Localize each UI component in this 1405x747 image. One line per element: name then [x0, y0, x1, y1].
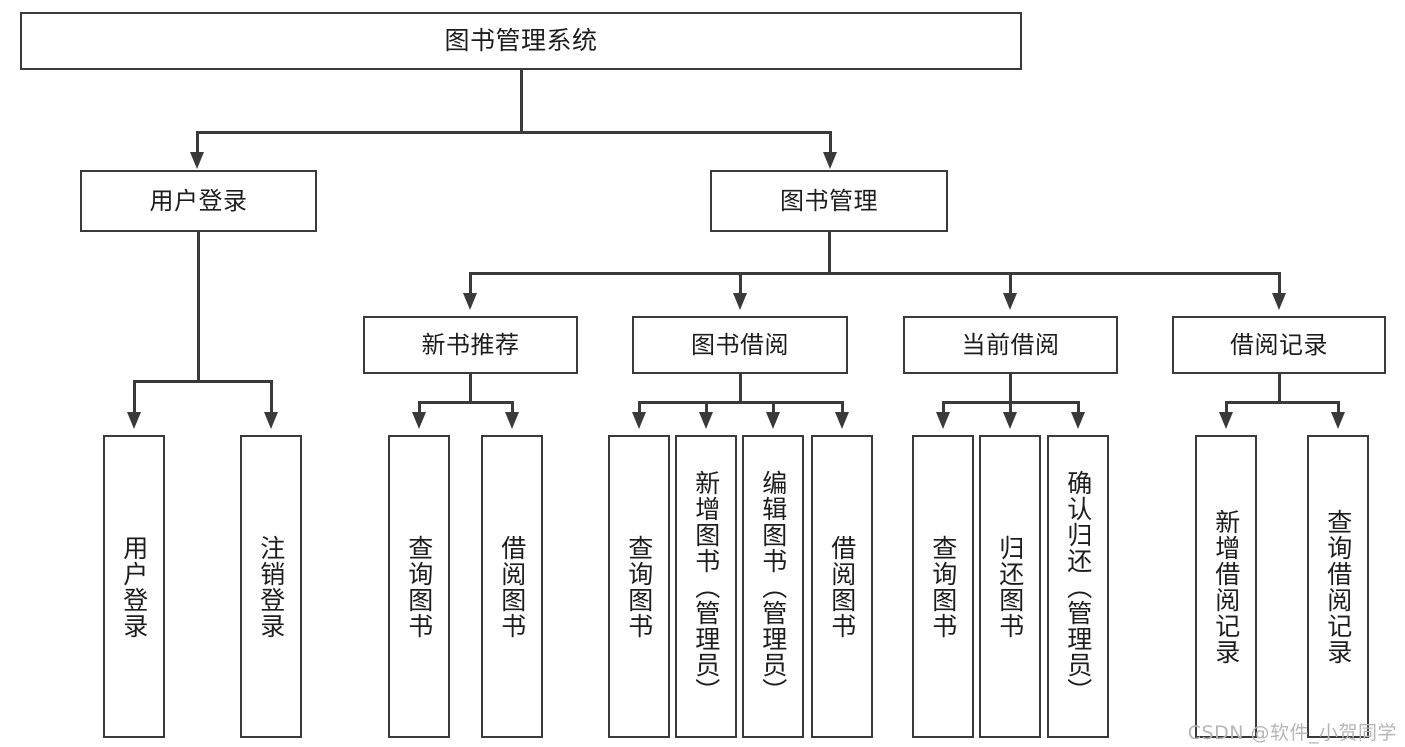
- leaf-query-book-3[interactable]: 查询图书: [912, 435, 974, 738]
- leaf-add-book[interactable]: 新增图书（管理员）: [675, 435, 737, 738]
- csdn-watermark: CSDN @软件_小贺同学: [1187, 722, 1397, 744]
- node-borrow-record[interactable]: 借阅记录: [1172, 316, 1386, 374]
- arrowhead-leaf-confirm-return: [1071, 412, 1085, 429]
- leaf-label: 查询图书: [404, 534, 434, 639]
- connector-bb-drop-1: [638, 401, 641, 413]
- connector-bm-drop-2: [739, 272, 742, 294]
- connector-cb-drop-3: [1077, 401, 1080, 413]
- connector-user-login-drop-1: [133, 380, 136, 413]
- node-label: 图书管理: [780, 186, 878, 215]
- leaf-label: 借阅图书: [827, 534, 857, 639]
- node-label: 图书管理系统: [444, 26, 598, 56]
- arrowhead-node-borrow-record: [1272, 293, 1286, 310]
- arrowhead-leaf-edit-book: [766, 412, 780, 429]
- leaf-query-book-2[interactable]: 查询图书: [608, 435, 670, 738]
- connector-bm-drop-4: [1278, 272, 1281, 294]
- connector-root-to-user-login: [196, 131, 199, 153]
- connector-br-drop-2: [1337, 401, 1340, 413]
- connector-root-to-book-manage: [829, 131, 832, 153]
- node-new-book-rec[interactable]: 新书推荐: [363, 316, 578, 374]
- arrowhead-leaf-logout: [264, 412, 278, 429]
- arrowhead-leaf-query-book-1: [412, 412, 426, 429]
- leaf-label: 新增借阅记录: [1211, 508, 1241, 665]
- arrowhead-leaf-borrow-book-2: [835, 412, 849, 429]
- leaf-label: 确认归还（管理员）: [1063, 469, 1093, 704]
- leaf-borrow-book-2[interactable]: 借阅图书: [811, 435, 873, 738]
- connector-bm-drop-3: [1009, 272, 1012, 294]
- connector-br-drop-1: [1225, 401, 1228, 413]
- arrowhead-leaf-borrow-book-1: [505, 412, 519, 429]
- connector-bb-drop-3: [772, 401, 775, 413]
- leaf-logout[interactable]: 注销登录: [240, 435, 302, 738]
- connector-nbr-drop-2: [511, 401, 514, 413]
- leaf-label: 注销登录: [256, 534, 286, 639]
- leaf-label: 归还图书: [995, 534, 1025, 639]
- arrowhead-node-book-borrow: [733, 293, 747, 310]
- leaf-label: 借阅图书: [497, 534, 527, 639]
- leaf-label: 查询图书: [624, 534, 654, 639]
- arrowhead-leaf-user-login: [127, 412, 141, 429]
- leaf-label: 编辑图书（管理员）: [758, 469, 788, 704]
- connector-root-bar: [196, 131, 831, 134]
- leaf-query-record[interactable]: 查询借阅记录: [1307, 435, 1369, 738]
- leaf-edit-book[interactable]: 编辑图书（管理员）: [742, 435, 804, 738]
- leaf-borrow-book-1[interactable]: 借阅图书: [481, 435, 543, 738]
- node-user-login[interactable]: 用户登录: [80, 170, 317, 232]
- leaf-label: 用户登录: [119, 534, 149, 639]
- connector-root-stem: [520, 70, 523, 133]
- connector-bm-drop-1: [469, 272, 472, 294]
- arrowhead-leaf-add-book: [699, 412, 713, 429]
- connector-user-login-stem: [197, 232, 200, 382]
- connector-bb-stem: [739, 374, 742, 403]
- connector-user-login-bar: [133, 380, 272, 383]
- connector-book-manage-bar: [469, 272, 1280, 275]
- node-label: 图书借阅: [691, 330, 789, 359]
- connector-br-stem: [1278, 374, 1281, 403]
- node-label: 当前借阅: [961, 330, 1060, 359]
- connector-bb-drop-2: [705, 401, 708, 413]
- node-root-system[interactable]: 图书管理系统: [20, 12, 1022, 70]
- node-current-borrow[interactable]: 当前借阅: [903, 316, 1118, 374]
- connector-cb-stem: [1009, 374, 1012, 403]
- connector-nbr-drop-1: [418, 401, 421, 413]
- arrowhead-leaf-return-book: [1003, 412, 1017, 429]
- leaf-query-book-1[interactable]: 查询图书: [388, 435, 450, 738]
- leaf-add-record[interactable]: 新增借阅记录: [1195, 435, 1257, 738]
- connector-bb-bar: [638, 401, 843, 404]
- arrowhead-node-new-book-rec: [463, 293, 477, 310]
- arrowhead-leaf-query-record: [1331, 412, 1345, 429]
- node-label: 借阅记录: [1230, 330, 1328, 359]
- leaf-label: 新增图书（管理员）: [691, 469, 721, 704]
- node-book-borrow[interactable]: 图书借阅: [632, 316, 848, 374]
- connector-bb-drop-4: [841, 401, 844, 413]
- arrowhead-root-to-user-login: [190, 152, 204, 169]
- arrowhead-leaf-query-book-2: [632, 412, 646, 429]
- leaf-label: 查询图书: [928, 534, 958, 639]
- arrowhead-node-current-borrow: [1003, 293, 1017, 310]
- node-label: 新书推荐: [421, 330, 520, 359]
- connector-book-manage-stem: [828, 232, 831, 274]
- leaf-return-book[interactable]: 归还图书: [979, 435, 1041, 738]
- arrowhead-leaf-add-record: [1219, 412, 1233, 429]
- arrowhead-leaf-query-book-3: [936, 412, 950, 429]
- leaf-label: 查询借阅记录: [1323, 508, 1353, 665]
- arrowhead-root-to-book-manage: [823, 152, 837, 169]
- connector-cb-drop-1: [942, 401, 945, 413]
- connector-user-login-drop-2: [270, 380, 273, 413]
- connector-cb-drop-2: [1009, 401, 1012, 413]
- connector-nbr-bar: [418, 401, 513, 404]
- leaf-confirm-return[interactable]: 确认归还（管理员）: [1047, 435, 1109, 738]
- connector-br-bar: [1225, 401, 1339, 404]
- leaf-user-login[interactable]: 用户登录: [103, 435, 165, 738]
- node-label: 用户登录: [149, 186, 248, 215]
- connector-nbr-stem: [469, 374, 472, 403]
- node-book-manage[interactable]: 图书管理: [710, 170, 948, 232]
